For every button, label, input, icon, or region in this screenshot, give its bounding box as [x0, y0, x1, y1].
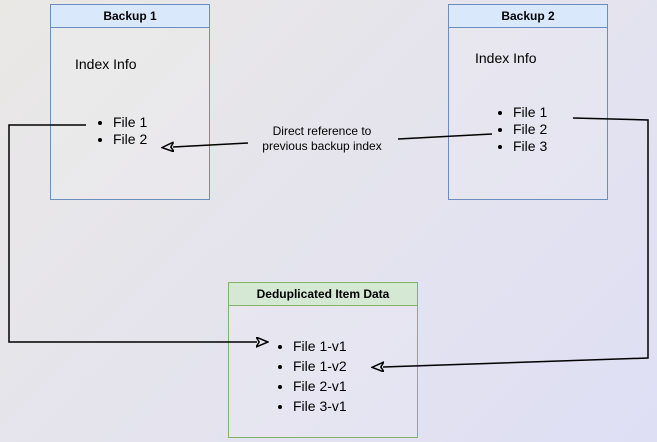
backup2-container: Backup 2 — [448, 4, 608, 200]
list-item: File 3 — [513, 138, 547, 155]
backup1-index-info-heading: Index Info — [75, 56, 137, 72]
direct-reference-label-line1: Direct reference to — [272, 124, 372, 138]
backup1-file-list: File 1 File 2 — [96, 114, 147, 148]
list-item: File 2 — [113, 131, 147, 148]
backup1-title: Backup 1 — [51, 5, 209, 28]
direct-reference-label: Direct reference to previous backup inde… — [222, 124, 422, 154]
backup1-container: Backup 1 — [50, 4, 210, 200]
list-item: File 1 — [513, 104, 547, 121]
backup2-file-list: File 1 File 2 File 3 — [496, 104, 547, 155]
direct-reference-label-line2: previous backup index — [262, 139, 382, 153]
list-item: File 3-v1 — [293, 396, 347, 416]
list-item: File 2 — [513, 121, 547, 138]
list-item: File 2-v1 — [293, 376, 347, 396]
dedup-file-list: File 1-v1 File 1-v2 File 2-v1 File 3-v1 — [276, 336, 347, 416]
list-item: File 1-v2 — [293, 356, 347, 376]
backup2-index-info-heading: Index Info — [475, 50, 537, 66]
list-item: File 1-v1 — [293, 336, 347, 356]
list-item: File 1 — [113, 114, 147, 131]
backup2-title: Backup 2 — [449, 5, 607, 28]
dedup-title: Deduplicated Item Data — [229, 283, 417, 306]
